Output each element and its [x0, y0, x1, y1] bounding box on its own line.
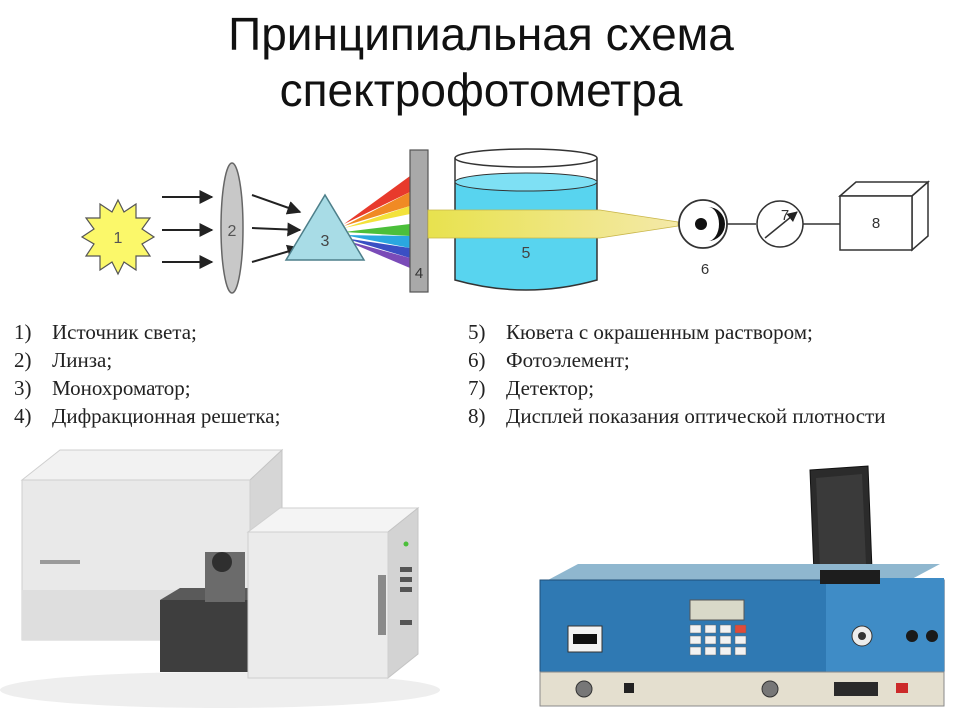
label-5: 5 [522, 245, 531, 262]
light-source-icon: 1 [80, 198, 156, 276]
spectrophotometer-schematic: 1 2 3 4 [80, 148, 930, 294]
label-3: 3 [321, 233, 330, 250]
title-line-1: Принципиальная схема [228, 8, 734, 60]
legend-item: 8)Дисплей показания оптической плотности [468, 404, 886, 428]
slide-title: Принципиальная схема спектрофотометра [0, 6, 962, 118]
lens-icon: 2 [220, 162, 244, 294]
label-4: 4 [415, 265, 423, 282]
label-1: 1 [114, 230, 123, 247]
legend-item: 3)Монохроматор; [14, 376, 191, 400]
legend-right: 5)Кювета с окрашенным раствором; 6)Фотоэ… [468, 318, 885, 430]
legend-item: 1)Источник света; [14, 320, 197, 344]
cuvette-icon [454, 148, 598, 291]
legend-item: 6)Фотоэлемент; [468, 348, 630, 372]
photocell-icon: 6 [678, 199, 728, 278]
spectrophotometer-photo-white [0, 448, 440, 708]
label-6: 6 [701, 261, 709, 278]
grating-icon: 4 [409, 149, 429, 293]
legend-item: 5)Кювета с окрашенным раствором; [468, 320, 813, 344]
monochromatic-beam: 5 [427, 209, 679, 262]
display-box-icon: 8 [838, 180, 930, 252]
legend-item: 2)Линза; [14, 348, 113, 372]
label-8: 8 [872, 215, 880, 232]
legend-item: 4)Дифракционная решетка; [14, 404, 281, 428]
legend-item: 7)Детектор; [468, 376, 595, 400]
detector-icon: 7 [756, 200, 804, 248]
dispersed-spectrum [344, 176, 410, 268]
instrument-photos [0, 448, 945, 708]
label-7: 7 [781, 207, 789, 224]
label-2: 2 [228, 223, 237, 240]
prism-icon: 3 [284, 193, 366, 261]
incident-rays [162, 190, 214, 269]
legend-left: 1)Источник света; 2)Линза; 3)Монохромато… [14, 318, 280, 430]
title-line-2: спектрофотометра [279, 64, 683, 116]
spectrophotometer-photo-blue [539, 465, 945, 707]
sun-shape [80, 198, 156, 276]
